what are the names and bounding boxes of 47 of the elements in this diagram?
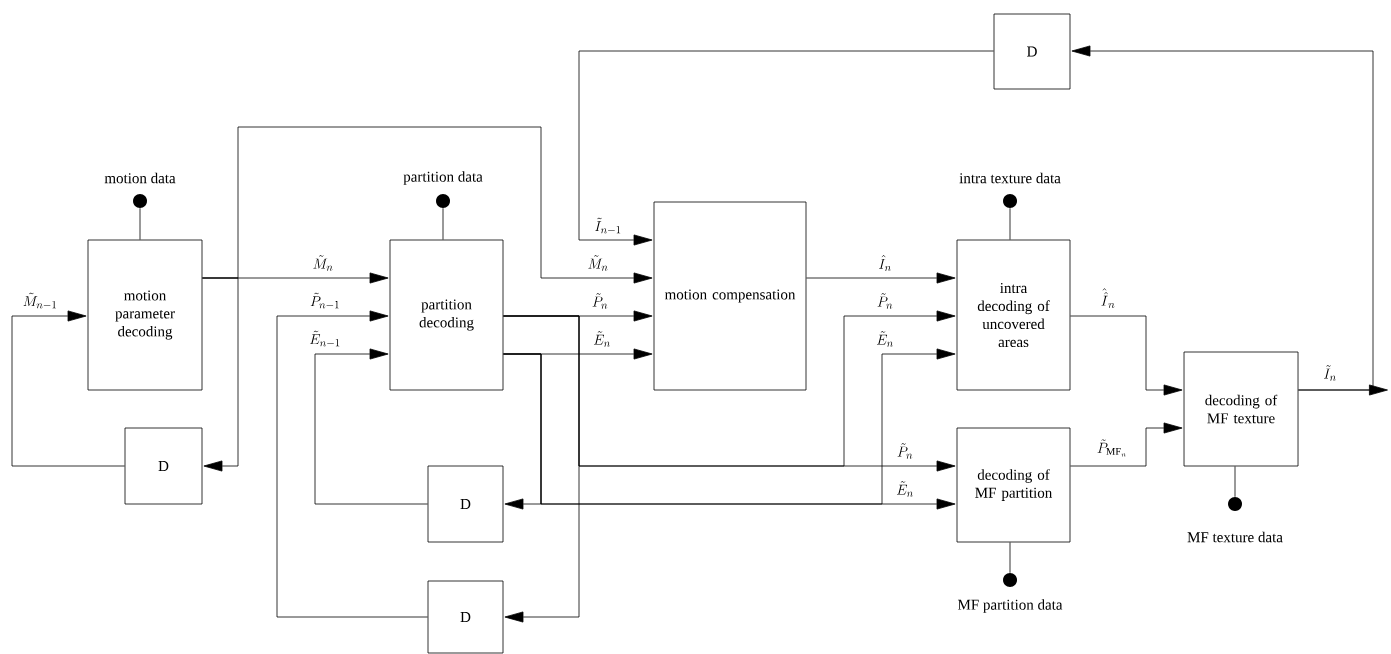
edge-label: $\tilde{P}_n$ bbox=[875, 292, 895, 310]
delay-box: D bbox=[993, 13, 1071, 90]
edge-label: $\tilde{P}_{\mathrm{MF}_n}$ bbox=[1095, 438, 1129, 458]
edge-label: $\tilde{E}_n$ bbox=[592, 330, 612, 348]
terminal-label: MF texture data bbox=[1187, 531, 1283, 543]
connector-line bbox=[442, 207, 444, 240]
process-box: motion compensation bbox=[653, 201, 807, 391]
edge-label: $\tilde{M}_n$ bbox=[586, 254, 610, 272]
edge-label: $\tilde{M}_n$ bbox=[311, 254, 335, 272]
process-box: intra decoding of uncovered areas bbox=[956, 239, 1071, 391]
edge-label: $\tilde{P}_{n-1}$ bbox=[308, 291, 342, 311]
edge-label: $\tilde{M}_{n-1}$ bbox=[21, 291, 59, 311]
edge-label: $\hat{I}_n$ bbox=[877, 254, 893, 272]
terminal-label: intra texture data bbox=[959, 172, 1061, 184]
terminal-label: partition data bbox=[403, 171, 483, 185]
edge-label: $\tilde{I}_n$ bbox=[1322, 364, 1338, 382]
arrow bbox=[314, 348, 428, 505]
arrow bbox=[276, 310, 428, 618]
edge-label: $\tilde{E}_{n-1}$ bbox=[308, 329, 342, 349]
process-box: decoding of MF partition bbox=[956, 427, 1071, 543]
arrow bbox=[202, 277, 239, 472]
delay-box: D bbox=[427, 580, 504, 654]
arrow bbox=[806, 272, 956, 284]
arrow bbox=[1070, 315, 1183, 396]
connector-line bbox=[1009, 542, 1011, 574]
terminal-label: MF partition data bbox=[957, 599, 1063, 613]
edge-label: $\tilde{I}_{n-1}$ bbox=[593, 216, 623, 236]
connector-line bbox=[1009, 207, 1011, 240]
connector-line bbox=[1234, 466, 1236, 498]
connector-line bbox=[139, 207, 141, 240]
process-box: decoding of MF texture bbox=[1183, 351, 1299, 467]
arrow bbox=[503, 315, 580, 623]
process-box: motion parameter decoding bbox=[87, 239, 203, 391]
delay-box: D bbox=[427, 465, 504, 543]
edge-label: $\tilde{E}_n$ bbox=[875, 330, 895, 348]
edge-label: $\tilde{E}_n$ bbox=[895, 480, 915, 498]
edge-label: $\hat{\hat{I}}_n$ bbox=[1099, 287, 1117, 309]
terminal-label: motion data bbox=[104, 172, 176, 184]
arrow bbox=[503, 353, 542, 510]
arrow bbox=[11, 310, 125, 467]
arrow bbox=[578, 50, 994, 246]
arrow bbox=[1070, 422, 1183, 467]
edge-label: $\tilde{P}_n$ bbox=[895, 442, 915, 460]
delay-box: D bbox=[124, 427, 203, 505]
arrow bbox=[1071, 45, 1374, 391]
process-box: partition decoding bbox=[389, 239, 504, 391]
edge-label: $\tilde{P}_n$ bbox=[590, 292, 610, 310]
